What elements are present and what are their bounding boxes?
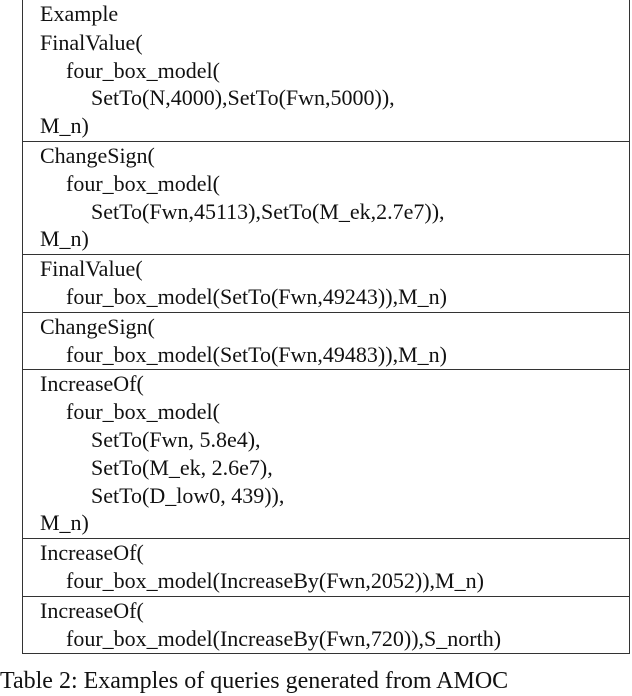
code-line: FinalValue( — [40, 29, 143, 55]
table-row: ChangeSign(four_box_model(SetTo(Fwn,4511… — [23, 140, 629, 254]
code-line: SetTo(Fwn, 5.8e4), — [91, 426, 261, 452]
examples-table: Example FinalValue(four_box_model(SetTo(… — [22, 0, 630, 655]
code-line: SetTo(D_low0, 439)), — [91, 482, 285, 508]
table-row: ChangeSign(four_box_model(SetTo(Fwn,4948… — [23, 311, 629, 370]
code-line: M_n) — [40, 226, 89, 252]
code-line: IncreaseOf( — [40, 597, 144, 623]
code-line: FinalValue( — [40, 256, 143, 282]
code-line: ChangeSign( — [40, 142, 155, 168]
column-header-example: Example — [40, 1, 119, 26]
code-line: four_box_model( — [66, 170, 220, 196]
code-line: IncreaseOf( — [40, 371, 144, 397]
code-line: four_box_model(IncreaseBy(Fwn,2052)),M_n… — [66, 567, 484, 593]
code-line: M_n) — [40, 113, 89, 139]
code-line: four_box_model(SetTo(Fwn,49483)),M_n) — [66, 341, 447, 367]
table-row: IncreaseOf(four_box_model(IncreaseBy(Fwn… — [23, 595, 629, 654]
table-header-row: Example — [23, 0, 629, 29]
code-line: four_box_model(SetTo(Fwn,49243)),M_n) — [66, 283, 447, 309]
code-line: ChangeSign( — [40, 313, 155, 339]
table-row: IncreaseOf(four_box_model(SetTo(Fwn, 5.8… — [23, 369, 629, 538]
code-line: four_box_model(IncreaseBy(Fwn,720)),S_no… — [66, 625, 502, 651]
code-line: SetTo(Fwn,45113),SetTo(M_ek,2.7e7)), — [91, 198, 445, 224]
code-line: IncreaseOf( — [40, 540, 144, 566]
table-row: IncreaseOf(four_box_model(IncreaseBy(Fwn… — [23, 538, 629, 596]
table-row: FinalValue(four_box_model(SetTo(N,4000),… — [23, 29, 629, 141]
table-row: FinalValue(four_box_model(SetTo(Fwn,4924… — [23, 254, 629, 312]
code-line: SetTo(M_ek, 2.6e7), — [91, 454, 273, 480]
code-line: four_box_model( — [66, 399, 220, 425]
table-caption: Table 2: Examples of queries generated f… — [0, 668, 509, 694]
code-line: SetTo(N,4000),SetTo(Fwn,5000)), — [91, 85, 395, 111]
code-line: four_box_model( — [66, 57, 220, 83]
code-line: M_n) — [40, 510, 89, 536]
